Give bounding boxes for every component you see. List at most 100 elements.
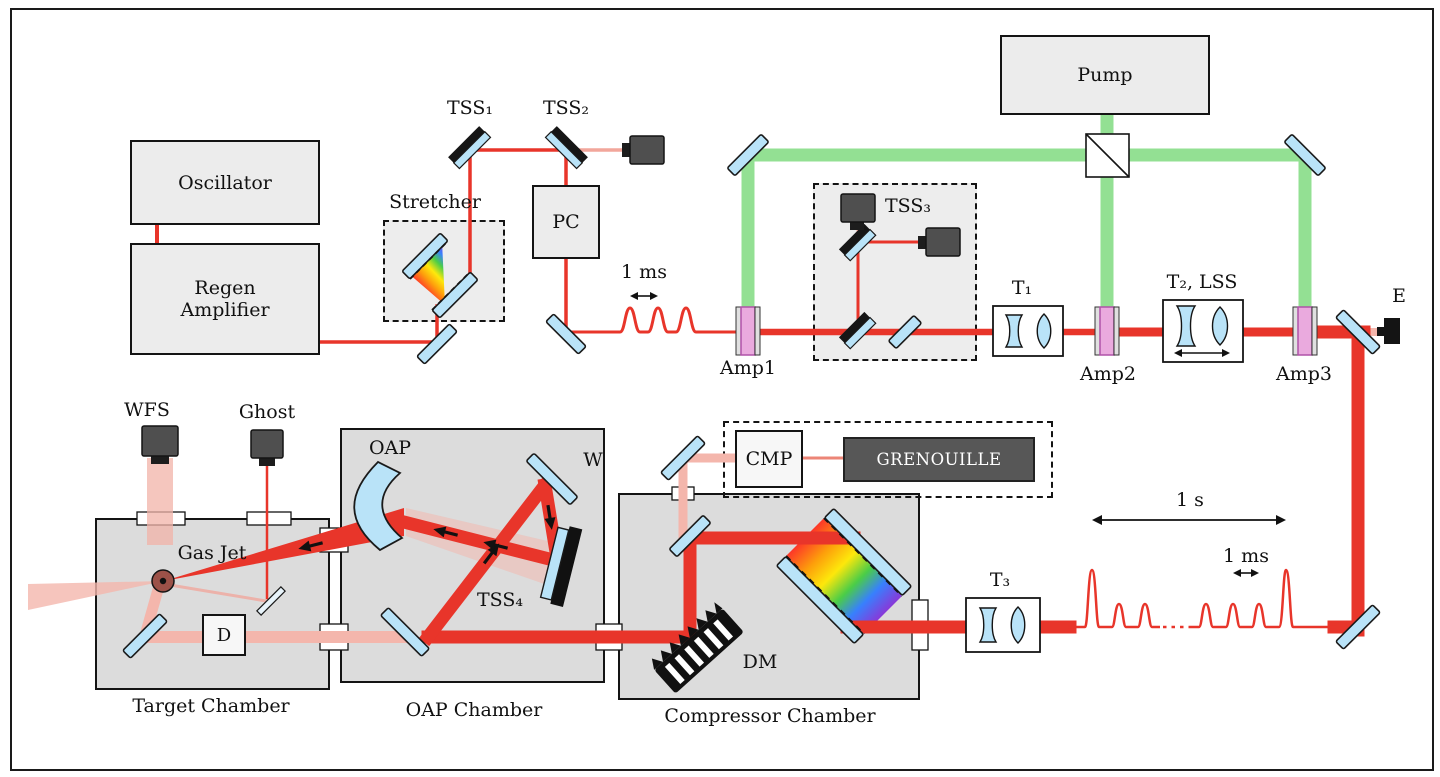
wedge-mirror-w [526, 453, 578, 505]
pump-beams [741, 113, 1312, 310]
regen-amplifier-box: Regen Amplifier [130, 243, 320, 355]
tss2-label: TSS₂ [543, 97, 589, 119]
tss3-camera-right [918, 227, 961, 257]
regen-label: Regen Amplifier [180, 277, 270, 321]
deformable-mirror [651, 602, 743, 693]
t3-label: T₃ [989, 569, 1011, 591]
convex-lens [1036, 313, 1052, 349]
bottom-right-mirror [1335, 604, 1381, 650]
telescope-t1 [992, 305, 1064, 357]
oap-label: OAP [368, 437, 412, 459]
train-burst-label: 1 ms [1223, 545, 1269, 567]
oap-mirror [353, 460, 404, 552]
compressor-dispersion-fan [786, 518, 902, 634]
wfs-camera [141, 425, 179, 464]
lss-translation-arrow [1174, 349, 1230, 357]
tss3-upper-mirror [838, 223, 877, 262]
main-beams [155, 148, 1371, 647]
tss1-mirror [448, 126, 492, 170]
oap-chamber-name: OAP Chamber [405, 699, 543, 721]
figure-frame [10, 8, 1434, 771]
output-turning-mirror [1335, 309, 1381, 355]
d-label: D [216, 624, 232, 646]
target-chamber-name: Target Chamber [132, 695, 290, 717]
stretcher-label: Stretcher [389, 191, 481, 213]
train-1s-arrow [1092, 515, 1286, 525]
telescope-t3 [965, 597, 1041, 653]
cmp-label: CMP [745, 448, 793, 470]
amp1-crystal [735, 306, 761, 356]
ghost-camera [250, 429, 284, 466]
oap-input-mirror [380, 607, 430, 657]
oscillator-pulse-spacing-label: 1 ms [621, 261, 667, 283]
tss1-label: TSS₁ [447, 97, 493, 119]
target-fold-mirror [122, 613, 168, 659]
pc-label: PC [552, 211, 580, 233]
train-1ms-arrow [1233, 569, 1259, 577]
oscillator-label: Oscillator [178, 171, 272, 194]
tss-mirrors [448, 126, 877, 350]
amplifiers [735, 306, 1318, 356]
concave-lens [978, 607, 998, 643]
pockels-cell-box: PC [532, 185, 600, 259]
compressor-gratings [776, 508, 912, 644]
t1-label: T₁ [1011, 277, 1033, 299]
tss3-pickoff-mirror [888, 315, 922, 349]
amp3-label: Amp3 [1276, 363, 1332, 385]
pc-output-mirror [545, 313, 587, 355]
compressor-fold-mirror [669, 515, 711, 557]
convex-lens [1010, 606, 1026, 644]
oscillator-pulse-waveform [564, 306, 744, 334]
pump-beamsplitter [1085, 133, 1130, 178]
amp1-label: Amp1 [720, 357, 776, 379]
tss3-lower-mirror [838, 311, 877, 350]
ghost-pickoff-slide [256, 586, 286, 616]
dm-label: DM [742, 651, 778, 673]
pump-right-mirror [1284, 134, 1326, 176]
oscillator-1ms-arrow [630, 292, 658, 300]
energy-detector [1377, 318, 1400, 344]
pulse-train-waveform [1068, 568, 1336, 629]
wfs-label: WFS [124, 399, 170, 421]
stretcher-grating-lower [432, 272, 478, 318]
tss4-mirror [539, 526, 583, 607]
stretcher-grating-upper [402, 233, 448, 279]
turning-mirrors [122, 134, 1381, 659]
energy-label: E [1392, 285, 1406, 307]
stretcher-dispersion-fan [408, 241, 445, 305]
focusing-beam [164, 508, 404, 581]
amp3-crystal [1292, 306, 1318, 356]
ghost-label: Ghost [238, 401, 296, 423]
pump-box: Pump [1000, 35, 1210, 115]
amp2-crystal [1094, 306, 1120, 356]
compressor-chamber-name: Compressor Chamber [664, 705, 876, 727]
gas-jet-label: Gas Jet [177, 542, 247, 564]
grenouille-label: GRENOUILLE [876, 450, 1002, 469]
tss3-label: TSS₃ [885, 195, 931, 217]
cmp-box: CMP [735, 430, 803, 488]
tss4-label: TSS₄ [477, 589, 523, 611]
grenouille-box: GRENOUILLE [843, 437, 1035, 482]
ghost-window [246, 511, 292, 526]
cameras [141, 135, 961, 466]
convex-lens [1211, 306, 1229, 346]
pump-label: Pump [1077, 64, 1133, 86]
beam-direction-arrows [298, 504, 556, 565]
train-period-label: 1 s [1176, 489, 1204, 511]
tss2-camera [622, 135, 665, 165]
telescope-t2-lss [1162, 299, 1244, 363]
diagnostic-pickoff-mirror [660, 435, 706, 481]
w-label: W [583, 449, 603, 471]
amp2-label: Amp2 [1080, 363, 1136, 385]
tss3-camera-top [840, 193, 876, 230]
stretcher-input-mirror [416, 323, 458, 365]
t2-lss-label: T₂, LSS [1166, 271, 1238, 293]
concave-lens [1004, 314, 1024, 348]
gas-jet-target [151, 569, 175, 593]
pump-left-mirror [727, 134, 769, 176]
tss2-mirror [544, 126, 588, 170]
concave-lens [1175, 305, 1197, 347]
diagnostic-d-box: D [202, 614, 246, 656]
